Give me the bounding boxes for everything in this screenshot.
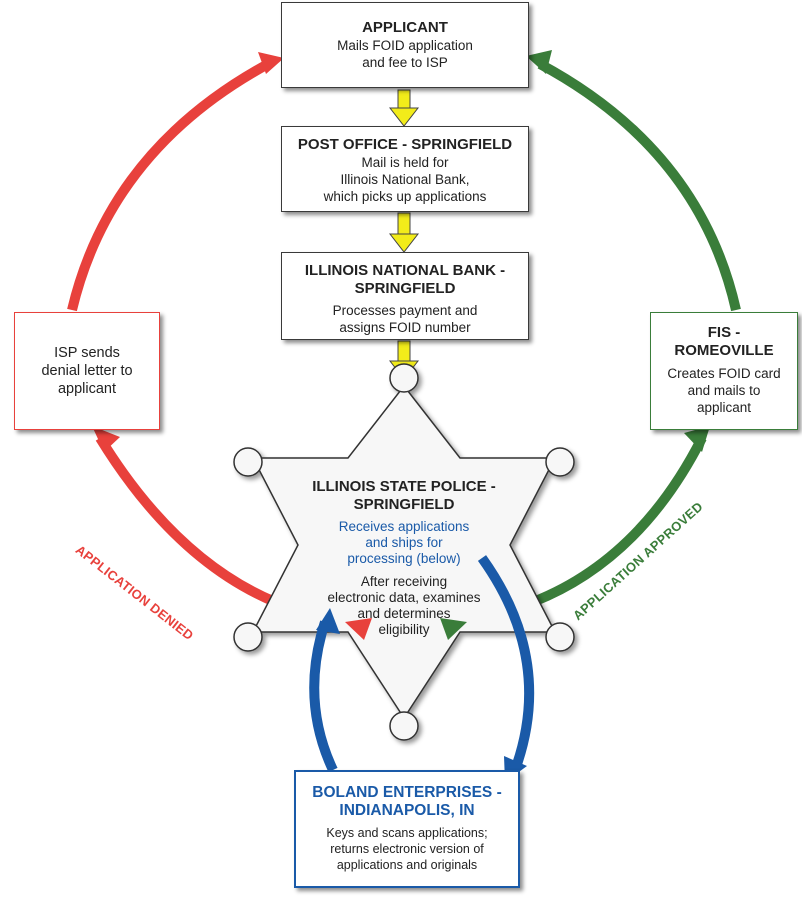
fis-line2: and mails to	[687, 383, 761, 398]
star-dark3: and determines	[357, 606, 451, 621]
approved-return-arc	[537, 59, 741, 312]
applicant-line1: Mails FOID application	[337, 38, 473, 53]
red-indicator-icon	[345, 618, 372, 640]
star-title: ILLINOIS STATE POLICE - SPRINGFIELD	[282, 478, 526, 514]
fis-title2: ROMEOVILLE	[674, 342, 774, 359]
isp-denial-line2: denial letter to	[41, 363, 133, 379]
star-dark2: electronic data, examines	[327, 590, 481, 605]
star-dark4: eligibility	[378, 622, 430, 637]
bank-title2: SPRINGFIELD	[354, 280, 456, 297]
post-office-line1: Mail is held for	[361, 155, 449, 170]
post-office-line3: which picks up applications	[323, 189, 487, 204]
star-dark1: After receiving	[360, 574, 448, 589]
star-dark-text: After receiving electronic data, examine…	[300, 574, 508, 638]
boland-title2: INDIANAPOLIS, IN	[339, 802, 475, 819]
applicant-line2: and fee to ISP	[362, 55, 448, 70]
isp-denial-line3: applicant	[57, 381, 117, 397]
green-indicator-icon	[440, 618, 467, 640]
denied-arrowhead-upper	[258, 52, 284, 74]
denied-return-arc	[67, 59, 271, 312]
bank-title1: ILLINOIS NATIONAL BANK -	[304, 262, 506, 279]
fis-line3: applicant	[696, 400, 752, 415]
star-blue1: Receives applications	[338, 519, 470, 534]
fis-box: FIS - ROMEOVILLE Creates FOID card and m…	[650, 312, 798, 430]
post-office-box: POST OFFICE - SPRINGFIELD Mail is held f…	[281, 126, 529, 212]
post-office-line2: Illinois National Bank,	[340, 172, 470, 187]
star-blue3: processing (below)	[347, 551, 461, 566]
applicant-title: APPLICANT	[362, 19, 448, 36]
fis-title1: FIS -	[707, 324, 741, 341]
bank-line2: assigns FOID number	[339, 320, 471, 335]
yellow-arrow-1	[388, 89, 420, 127]
blue-arc-up	[309, 620, 338, 773]
boland-title1: BOLAND ENTERPRISES -	[312, 784, 502, 801]
star-blue-text: Receives applications and ships for proc…	[310, 519, 498, 567]
applicant-box: APPLICANT Mails FOID application and fee…	[281, 2, 529, 88]
state-police-star	[233, 363, 575, 741]
bank-line1: Processes payment and	[332, 303, 478, 318]
boland-line3: applications and originals	[336, 858, 478, 872]
approved-arrowhead-lower	[684, 426, 710, 452]
fis-line1: Creates FOID card	[667, 366, 781, 381]
denied-arrowhead-lower	[92, 426, 120, 452]
boland-line1: Keys and scans applications;	[326, 826, 488, 840]
boland-box: BOLAND ENTERPRISES - INDIANAPOLIS, IN Ke…	[294, 770, 520, 888]
denied-arc	[95, 435, 277, 607]
blue-arrowhead-up	[316, 608, 340, 634]
boland-line2: returns electronic version of	[330, 842, 484, 856]
isp-denial-line1: ISP sends	[54, 345, 120, 361]
blue-arc-down	[477, 555, 535, 772]
yellow-arrow-2	[388, 212, 420, 253]
star-title2: SPRINGFIELD	[353, 496, 455, 513]
star-title1: ILLINOIS STATE POLICE -	[312, 478, 496, 495]
approved-arrowhead-upper	[526, 50, 552, 74]
isp-denial-box: ISP sends denial letter to applicant	[14, 312, 160, 430]
approved-arc	[531, 435, 707, 607]
star-blue2: and ships for	[365, 535, 443, 550]
post-office-title: POST OFFICE - SPRINGFIELD	[297, 136, 513, 153]
bank-box: ILLINOIS NATIONAL BANK - SPRINGFIELD Pro…	[281, 252, 529, 340]
